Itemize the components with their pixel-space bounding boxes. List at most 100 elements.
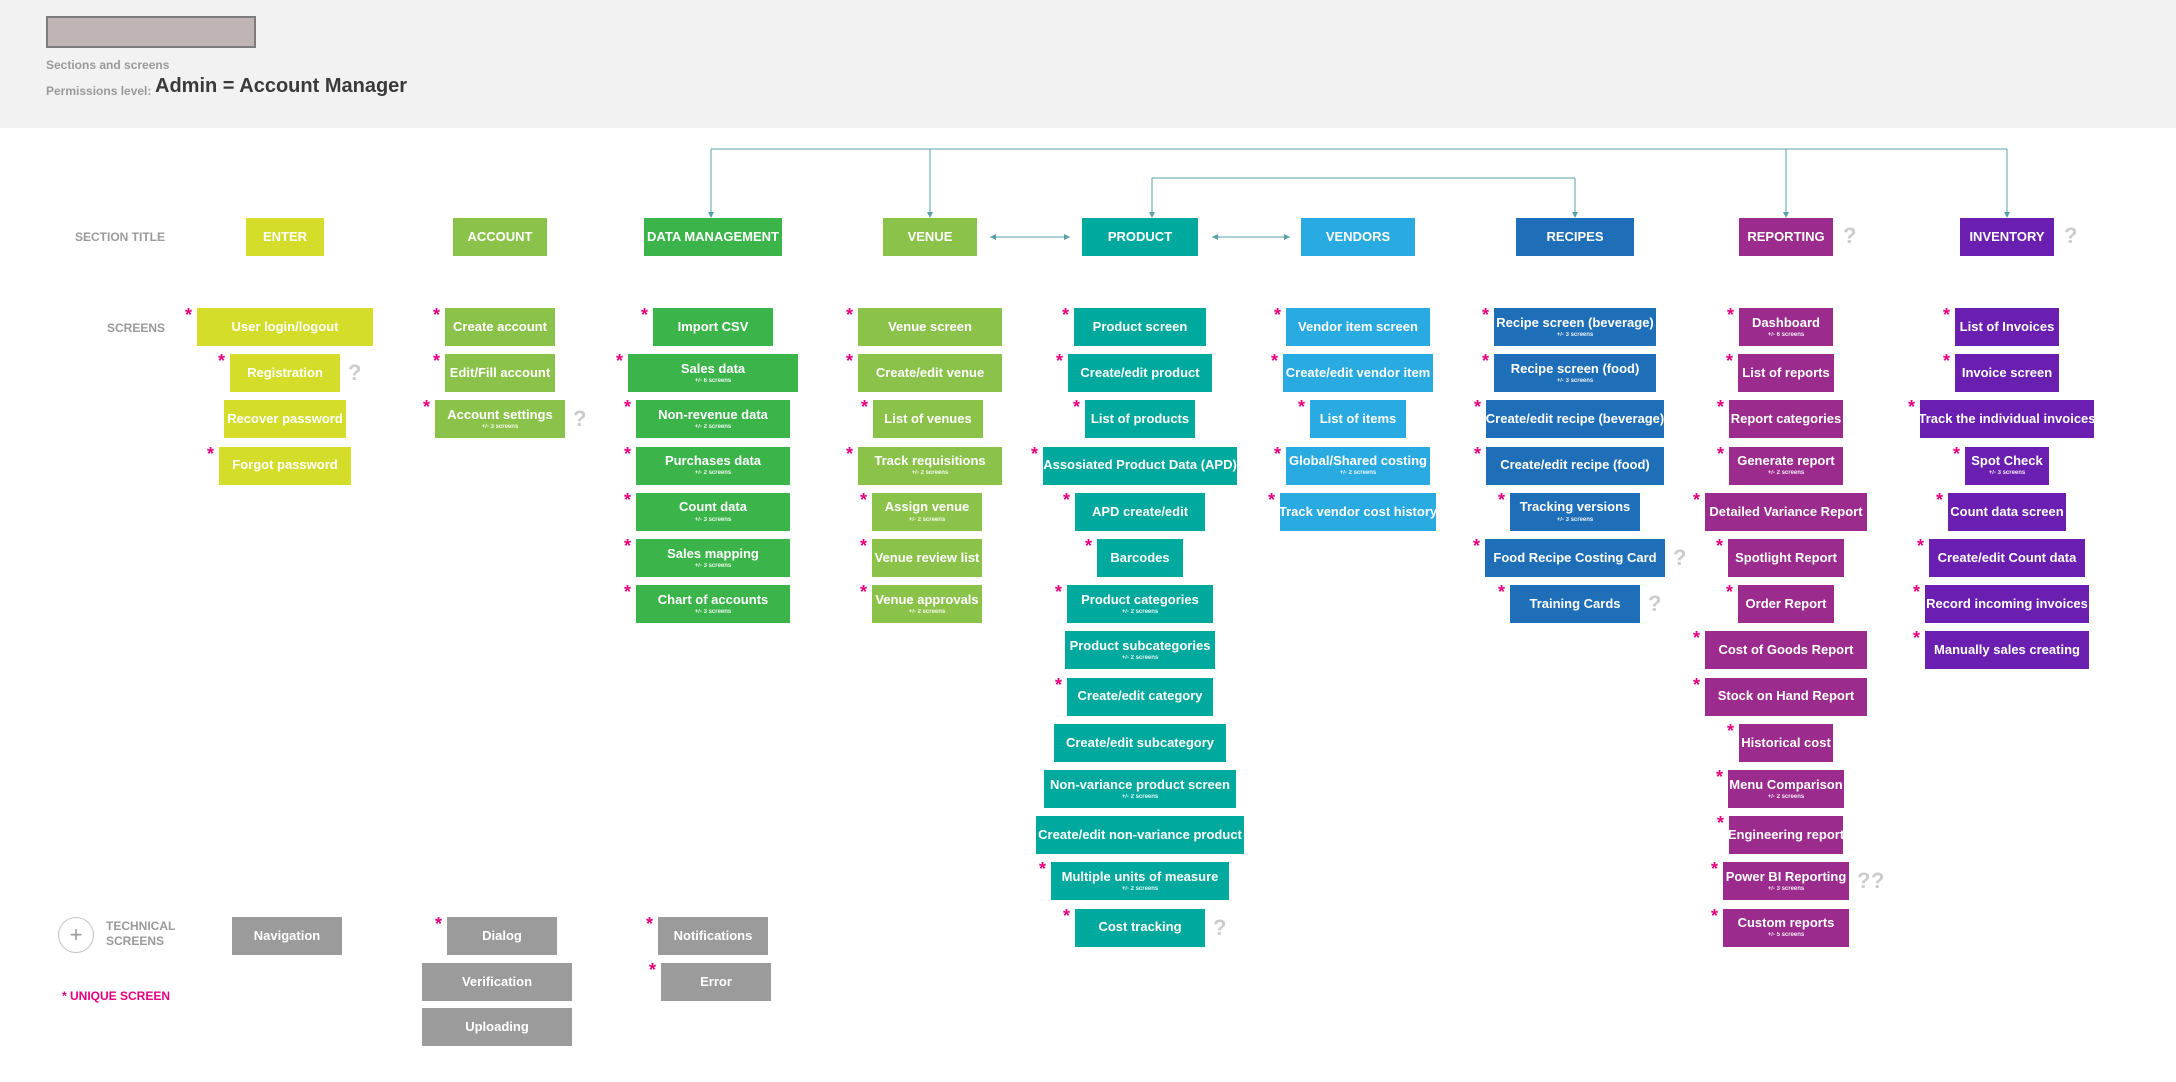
screen-multiple-units-of-measure[interactable]: Multiple units of measure+/- 2 screens — [1051, 862, 1229, 901]
section-title-recipes[interactable]: RECIPES — [1516, 218, 1634, 256]
technical-navigation[interactable]: Navigation — [232, 917, 342, 955]
screen-report-categories[interactable]: Report categories — [1729, 400, 1843, 439]
unique-screen-asterisk: * — [185, 305, 193, 325]
add-button[interactable]: + — [58, 917, 94, 953]
screen-record-incoming-invoices[interactable]: Record incoming invoices — [1925, 585, 2089, 624]
screen-account-settings[interactable]: Account settings+/- 3 screens — [435, 400, 565, 439]
screen-list-of-products[interactable]: List of products — [1085, 400, 1195, 439]
screen-create-edit-subcategory[interactable]: Create/edit subcategory — [1054, 723, 1226, 762]
screen-create-edit-recipe-beverage[interactable]: Create/edit recipe (beverage) — [1486, 400, 1664, 439]
screen-list-of-items[interactable]: List of items — [1310, 400, 1406, 439]
screen-list-of-invoices[interactable]: List of Invoices — [1955, 308, 2059, 346]
section-title-reporting[interactable]: REPORTING — [1739, 218, 1833, 256]
section-title-venue[interactable]: VENUE — [883, 218, 977, 256]
screen-recipe-screen-beverage[interactable]: Recipe screen (beverage)+/- 3 screens — [1494, 308, 1656, 346]
screen-recover-password[interactable]: Recover password — [224, 400, 346, 439]
screen-product-screen[interactable]: Product screen — [1074, 308, 1206, 346]
technical-dialog[interactable]: Dialog — [447, 917, 557, 955]
section-title-enter[interactable]: ENTER — [246, 218, 324, 256]
screen-forgot-password[interactable]: Forgot password — [219, 446, 351, 485]
screen-global-shared-costing[interactable]: Global/Shared costing+/- 2 screens — [1286, 446, 1430, 485]
unique-screen-asterisk: * — [1727, 305, 1735, 325]
section-title-vendors[interactable]: VENDORS — [1301, 218, 1415, 256]
section-title-product[interactable]: PRODUCT — [1082, 218, 1198, 256]
screen-create-edit-vendor-item[interactable]: Create/edit vendor item — [1283, 354, 1433, 393]
box-label: VENDORS — [1325, 228, 1391, 244]
technical-error[interactable]: Error — [661, 963, 771, 1001]
screen-manually-sales-creating[interactable]: Manually sales creating — [1925, 631, 2089, 670]
screen-cost-of-goods-report[interactable]: Cost of Goods Report — [1705, 631, 1867, 670]
screen-create-edit-venue[interactable]: Create/edit venue — [858, 354, 1002, 393]
screen-import-csv[interactable]: Import CSV — [653, 308, 773, 346]
screen-apd-create-edit[interactable]: APD create/edit — [1075, 492, 1205, 531]
screen-tracking-versions[interactable]: Tracking versions+/- 3 screens — [1510, 492, 1640, 531]
box-label: Verification — [461, 973, 533, 989]
unique-screen-asterisk: * — [1716, 536, 1724, 556]
screen-create-edit-product[interactable]: Create/edit product — [1068, 354, 1212, 393]
unique-screen-asterisk: * — [1717, 443, 1725, 464]
screen-create-edit-category[interactable]: Create/edit category — [1067, 677, 1213, 716]
screen-count-data-screen[interactable]: Count data screen — [1948, 492, 2066, 531]
box-label: Venue screen — [888, 318, 972, 334]
screen-chart-of-accounts[interactable]: Chart of accounts+/- 3 screens — [636, 585, 790, 624]
screen-historical-cost[interactable]: Historical cost — [1739, 723, 1833, 762]
screen-sales-data[interactable]: Sales data+/- 6 screens — [628, 354, 798, 393]
technical-verification[interactable]: Verification — [422, 963, 572, 1001]
screen-food-recipe-costing-card[interactable]: Food Recipe Costing Card — [1485, 539, 1665, 577]
screen-create-account[interactable]: Create account — [445, 308, 555, 346]
screen-vendor-item-screen[interactable]: Vendor item screen — [1286, 308, 1430, 346]
screen-create-edit-non-variance-product[interactable]: Create/edit non-variance product — [1036, 816, 1244, 855]
screen-track-vendor-cost-history[interactable]: Track vendor cost history — [1279, 492, 1437, 531]
screen-engineering-report[interactable]: Engineering report — [1728, 816, 1844, 855]
unique-screen-asterisk: * — [1717, 813, 1725, 834]
screen-training-cards[interactable]: Training Cards — [1510, 585, 1640, 624]
screen-generate-report[interactable]: Generate report+/- 2 screens — [1729, 446, 1843, 485]
technical-notifications[interactable]: Notifications — [658, 917, 768, 955]
screen-create-edit-count-data[interactable]: Create/edit Count data — [1929, 539, 2085, 577]
screen-assign-venue[interactable]: Assign venue+/- 2 screens — [872, 492, 982, 531]
screen-custom-reports[interactable]: Custom reports+/- 5 screens — [1723, 908, 1849, 947]
unique-screen-asterisk: * — [1474, 443, 1482, 464]
box-label: Training Cards — [1529, 596, 1621, 612]
screen-cost-tracking[interactable]: Cost tracking — [1075, 908, 1205, 947]
screen-assosiated-product-data-apd[interactable]: Assosiated Product Data (APD) — [1043, 446, 1237, 485]
section-title-data[interactable]: DATA MANAGEMENT — [644, 218, 782, 256]
screen-venue-review-list[interactable]: Venue review list — [872, 539, 982, 577]
screen-non-revenue-data[interactable]: Non-revenue data+/- 2 screens — [636, 400, 790, 439]
screen-spot-check[interactable]: Spot Check+/- 3 screens — [1965, 446, 2049, 485]
screen-create-edit-recipe-food[interactable]: Create/edit recipe (food) — [1486, 446, 1664, 485]
screen-barcodes[interactable]: Barcodes — [1097, 539, 1183, 577]
screen-list-of-venues[interactable]: List of venues — [873, 400, 983, 439]
screen-order-report[interactable]: Order Report — [1738, 585, 1834, 624]
box-label: Create/edit product — [1080, 365, 1200, 381]
unique-screen-asterisk: * — [846, 351, 854, 372]
screen-stock-on-hand-report[interactable]: Stock on Hand Report — [1705, 677, 1867, 716]
unique-screen-asterisk: * — [624, 489, 632, 510]
screen-edit-fill-account[interactable]: Edit/Fill account — [445, 354, 555, 393]
box-label: Power BI Reporting — [1725, 868, 1847, 884]
screen-detailed-variance-report[interactable]: Detailed Variance Report — [1705, 492, 1867, 531]
screen-purchases-data[interactable]: Purchases data+/- 2 screens — [636, 446, 790, 485]
plus-icon: + — [69, 922, 83, 947]
screen-registration[interactable]: Registration — [230, 354, 340, 393]
technical-uploading[interactable]: Uploading — [422, 1008, 572, 1046]
screen-list-of-reports[interactable]: List of reports — [1738, 354, 1834, 393]
screen-product-subcategories[interactable]: Product subcategories+/- 2 screens — [1065, 631, 1215, 670]
screen-count-data[interactable]: Count data+/- 3 screens — [636, 492, 790, 531]
screen-track-requisitions[interactable]: Track requisitions+/- 2 screens — [858, 446, 1002, 485]
screen-dashboard[interactable]: Dashboard+/- 6 screens — [1739, 308, 1833, 346]
screen-venue-approvals[interactable]: Venue approvals+/- 2 screens — [872, 585, 982, 624]
screen-spotlight-report[interactable]: Spotlight Report — [1728, 539, 1844, 577]
screen-power-bi-reporting[interactable]: Power BI Reporting+/- 3 screens — [1723, 862, 1849, 901]
screen-venue-screen[interactable]: Venue screen — [858, 308, 1002, 346]
screen-menu-comparison[interactable]: Menu Comparison+/- 2 screens — [1728, 770, 1844, 808]
screen-non-variance-product-screen[interactable]: Non-variance product screen+/- 2 screens — [1044, 770, 1236, 808]
screen-invoice-screen[interactable]: Invoice screen — [1955, 354, 2059, 393]
screen-recipe-screen-food[interactable]: Recipe screen (food)+/- 3 screens — [1494, 354, 1656, 393]
screen-sales-mapping[interactable]: Sales mapping+/- 3 screens — [636, 539, 790, 577]
section-title-inventory[interactable]: INVENTORY — [1960, 218, 2054, 256]
screen-product-categories[interactable]: Product categories+/- 2 screens — [1067, 585, 1213, 624]
section-title-account[interactable]: ACCOUNT — [453, 218, 547, 256]
screen-user-login-logout[interactable]: User login/logout — [197, 308, 373, 346]
screen-track-the-individual-invoices[interactable]: Track the individual invoices — [1919, 400, 2096, 439]
